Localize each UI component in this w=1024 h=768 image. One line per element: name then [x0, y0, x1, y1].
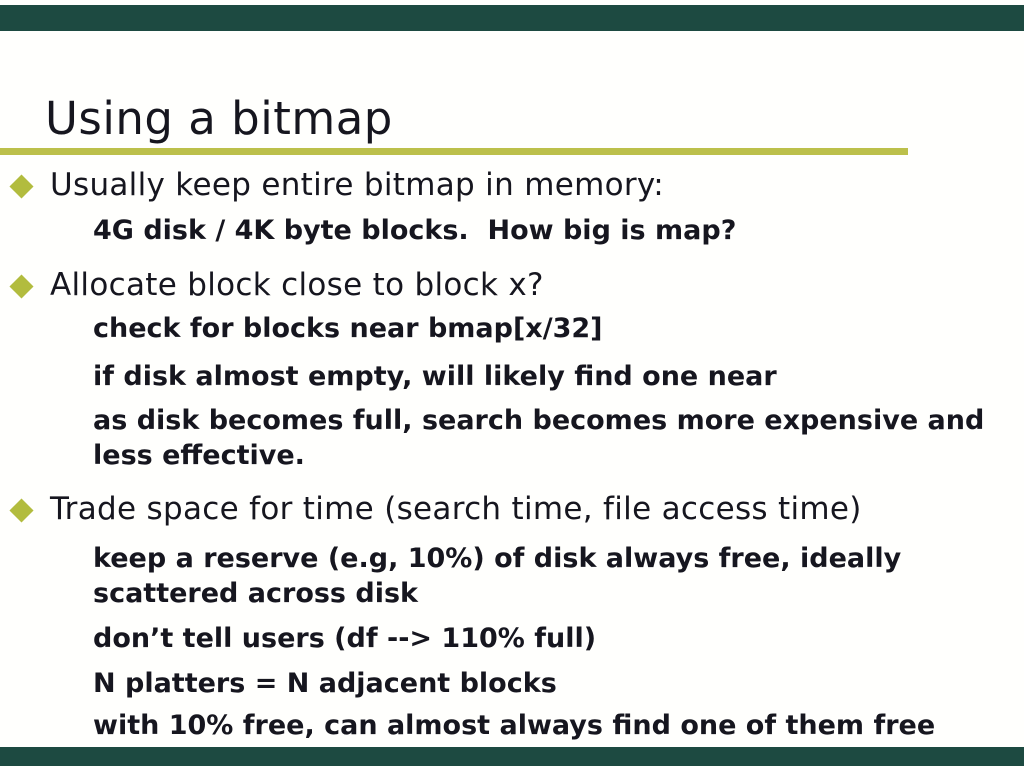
bullet-item-memory: Usually keep entire bitmap in memory:: [9, 167, 665, 203]
bullet-text: Allocate block close to block x?: [50, 267, 544, 303]
sub-bullet-line: as disk becomes full, search becomes mor…: [93, 405, 985, 436]
sub-bullet-line: don’t tell users (df --> 110% full): [93, 623, 597, 654]
bullet-item-tradeoff: Trade space for time (search time, file …: [9, 491, 862, 527]
diamond-bullet-icon: [9, 274, 34, 299]
bullet-text: Trade space for time (search time, file …: [50, 491, 862, 527]
top-frame-bar: [0, 5, 1024, 31]
bullet-text: Usually keep entire bitmap in memory:: [50, 167, 665, 203]
sub-bullet-line: less effective.: [93, 440, 305, 471]
diamond-bullet-icon: [9, 498, 34, 523]
bottom-frame-bar: [0, 747, 1024, 766]
sub-bullet-line: if disk almost empty, will likely find o…: [93, 361, 777, 392]
sub-bullet-line: 4G disk / 4K byte blocks. How big is map…: [93, 215, 737, 246]
bullet-item-allocate: Allocate block close to block x?: [9, 267, 544, 303]
sub-bullet-line: keep a reserve (e.g, 10%) of disk always…: [93, 543, 902, 574]
sub-bullet-line: N platters = N adjacent blocks: [93, 668, 557, 699]
slide-title: Using a bitmap: [45, 92, 393, 145]
sub-bullet-line: with 10% free, can almost always find on…: [93, 710, 936, 741]
sub-bullet-line: scattered across disk: [93, 578, 419, 609]
diamond-bullet-icon: [9, 174, 34, 199]
title-underline: [0, 148, 908, 155]
sub-bullet-line: check for blocks near bmap[x/32]: [93, 313, 603, 344]
